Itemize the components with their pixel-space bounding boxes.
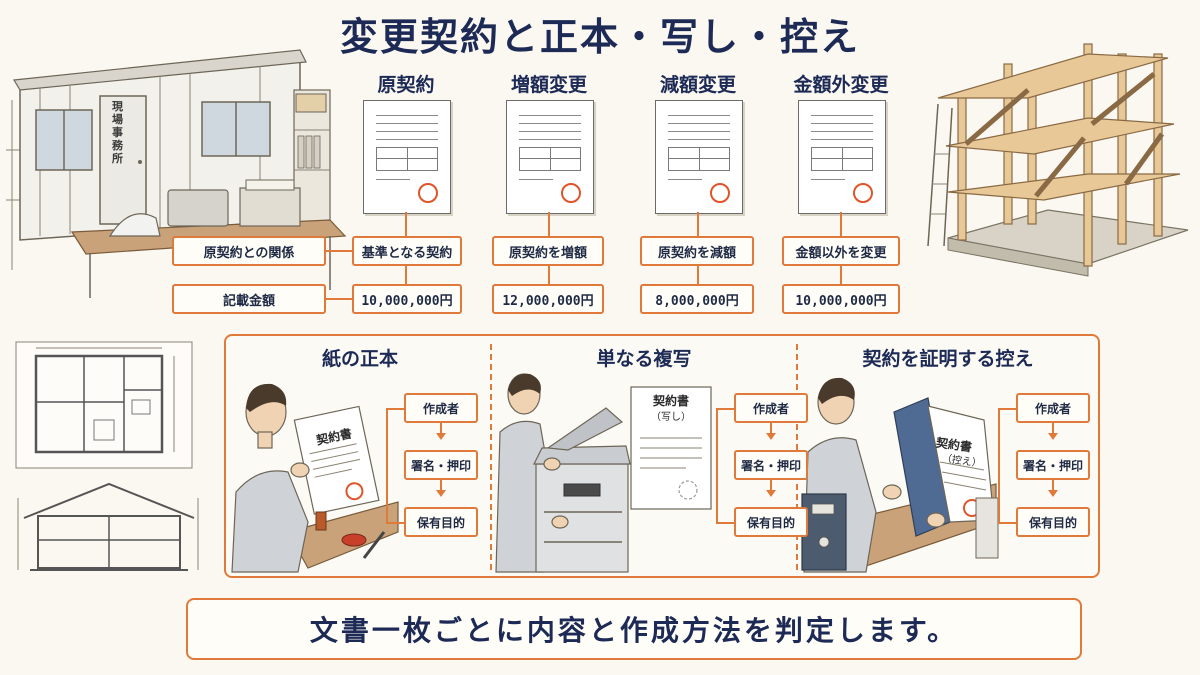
flow-arrow-icon bbox=[1048, 433, 1058, 440]
flow-arrow-line bbox=[440, 423, 442, 433]
flow-purpose-proof-copy: 保有目的 bbox=[1016, 507, 1090, 537]
connector-line bbox=[716, 522, 734, 524]
footer-statement: 文書一枚ごとに内容と作成方法を判定します。 bbox=[186, 598, 1082, 660]
column-heading-increase: 増額変更 bbox=[510, 74, 587, 96]
office-door-sign: 現場事務所 bbox=[112, 100, 123, 165]
connector-line bbox=[840, 266, 842, 284]
flow-creator-simple-copy: 作成者 bbox=[734, 393, 808, 423]
timber-frame-illustration bbox=[927, 43, 1189, 277]
relation-increase: 原契約を増額 bbox=[492, 236, 604, 266]
seal-icon bbox=[418, 183, 438, 203]
connector-line bbox=[840, 212, 842, 236]
relation-decrease: 原契約を減額 bbox=[640, 236, 754, 266]
connector-line bbox=[405, 266, 407, 284]
site-office-illustration bbox=[6, 49, 347, 298]
original-contract-document-icon bbox=[363, 100, 451, 214]
connector-line bbox=[386, 522, 404, 524]
amount-increase: 12,000,000円 bbox=[492, 284, 604, 314]
amount-original: 10,000,000円 bbox=[352, 284, 462, 314]
connector-line bbox=[998, 522, 1016, 524]
connector-line bbox=[716, 408, 718, 524]
flow-arrow-line bbox=[770, 480, 772, 490]
panel-divider bbox=[490, 344, 492, 570]
amount-decrease: 8,000,000円 bbox=[640, 284, 754, 314]
seal-icon bbox=[561, 183, 581, 203]
flow-arrow-icon bbox=[766, 490, 776, 497]
floor-plan-drawing bbox=[15, 341, 193, 469]
flow-creator-paper-original: 作成者 bbox=[404, 393, 478, 423]
row-label-amount: 記載金額 bbox=[172, 284, 326, 314]
simple-copy-doc-sublabel: （写し） bbox=[651, 412, 691, 423]
section-drawing bbox=[17, 482, 199, 571]
connector-line bbox=[998, 408, 1016, 410]
heading-simple-copy: 単なる複写 bbox=[596, 348, 692, 370]
flow-arrow-line bbox=[1052, 423, 1054, 433]
connector-line bbox=[386, 408, 388, 524]
flow-arrow-line bbox=[770, 423, 772, 433]
flow-purpose-paper-original: 保有目的 bbox=[404, 507, 478, 537]
flow-signature-simple-copy: 署名・押印 bbox=[734, 450, 808, 480]
connector-line bbox=[716, 408, 734, 410]
flow-purpose-simple-copy: 保有目的 bbox=[734, 507, 808, 537]
simple-copy-doc-label: 契約書 bbox=[652, 394, 689, 408]
person-signing-illustration bbox=[231, 383, 399, 573]
amount-nonmonetary: 10,000,000円 bbox=[782, 284, 900, 314]
connector-line bbox=[998, 408, 1000, 524]
connector-line bbox=[326, 298, 352, 300]
flow-arrow-icon bbox=[766, 433, 776, 440]
flow-arrow-line bbox=[440, 480, 442, 490]
connector-line bbox=[697, 266, 699, 284]
nonmonetary-contract-document-icon bbox=[798, 100, 886, 214]
heading-paper-original: 紙の正本 bbox=[321, 348, 398, 370]
connector-line bbox=[405, 212, 407, 236]
connector-line bbox=[697, 212, 699, 236]
flow-creator-proof-copy: 作成者 bbox=[1016, 393, 1090, 423]
column-heading-decrease: 減額変更 bbox=[659, 74, 736, 96]
seal-icon bbox=[853, 183, 873, 203]
decrease-contract-document-icon bbox=[655, 100, 743, 214]
connector-line bbox=[326, 250, 352, 252]
seal-icon bbox=[710, 183, 730, 203]
flow-signature-proof-copy: 署名・押印 bbox=[1016, 450, 1090, 480]
relation-original: 基準となる契約 bbox=[352, 236, 462, 266]
person-filing-illustration bbox=[801, 377, 999, 573]
copy-document-illustration bbox=[630, 386, 712, 510]
connector-line bbox=[548, 212, 550, 236]
flow-arrow-icon bbox=[1048, 490, 1058, 497]
flow-signature-paper-original: 署名・押印 bbox=[404, 450, 478, 480]
column-heading-original: 原契約 bbox=[377, 74, 435, 96]
flow-arrow-icon bbox=[436, 490, 446, 497]
heading-proof-copy: 契約を証明する控え bbox=[862, 348, 1034, 370]
relation-nonmonetary: 金額以外を変更 bbox=[782, 236, 900, 266]
person-copying-illustration bbox=[495, 373, 631, 573]
flow-arrow-icon bbox=[436, 433, 446, 440]
page-title: 変更契約と正本・写し・控え bbox=[339, 15, 860, 59]
connector-line bbox=[386, 408, 404, 410]
flow-arrow-line bbox=[1052, 480, 1054, 490]
increase-contract-document-icon bbox=[506, 100, 594, 214]
row-label-relation: 原契約との関係 bbox=[172, 236, 326, 266]
connector-line bbox=[548, 266, 550, 284]
column-heading-nonmonetary: 金額外変更 bbox=[793, 74, 889, 96]
